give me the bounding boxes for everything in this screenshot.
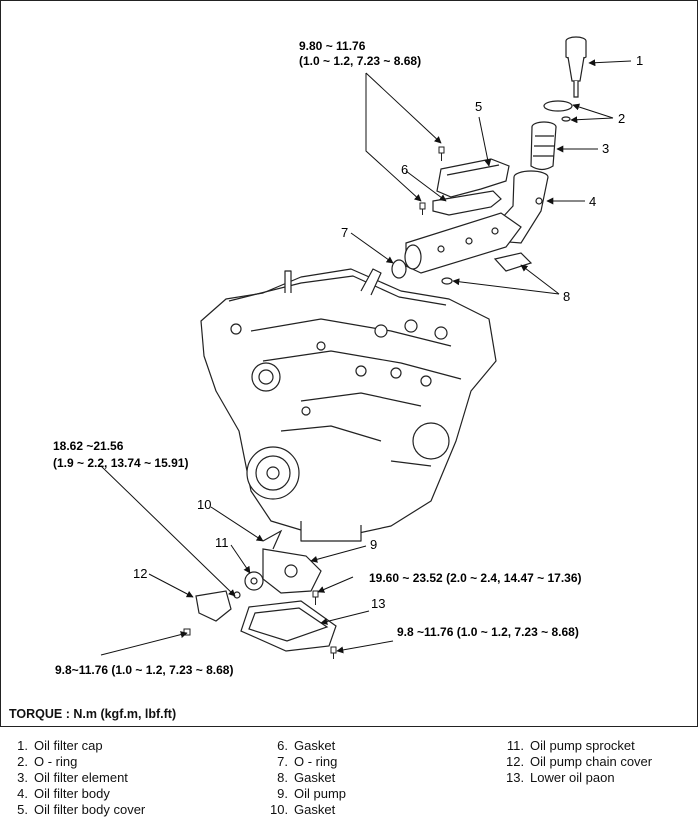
gaskets-8 (441, 252, 533, 285)
legend-item: 1.Oil filter cap (17, 738, 103, 753)
o-ring-7 (391, 259, 407, 279)
lower-oil-pan (240, 600, 337, 652)
exploded-view-diagram: 9.80 ~ 11.76 (1.0 ~ 1.2, 7.23 ~ 8.68) 18… (53, 36, 643, 677)
callout-13: 13 (371, 596, 385, 611)
callout-4: 4 (589, 194, 596, 209)
callout-5: 5 (475, 99, 482, 114)
gasket (432, 190, 502, 216)
engine-block (200, 268, 497, 542)
oil-filter-cap (565, 36, 587, 98)
parts-legend: 1.Oil filter cap 2.O - ring 3.Oil filter… (0, 738, 700, 818)
legend-column-3: 11.Oil pump sprocket 12.Oil pump chain c… (506, 738, 652, 786)
callout-6: 6 (401, 162, 408, 177)
legend-item: 2.O - ring (17, 754, 78, 769)
o-rings (543, 100, 573, 122)
legend-item: 4.Oil filter body (17, 786, 110, 801)
leader-lines (100, 59, 632, 656)
legend-item: 9.Oil pump (277, 786, 347, 801)
callout-1: 1 (636, 53, 643, 68)
legend-column-2: 6.Gasket 7.O - ring 8.Gasket 9.Oil pump … (270, 738, 346, 818)
callout-10: 10 (197, 497, 211, 512)
legend-item: 8.Gasket (277, 770, 336, 785)
callout-8: 8 (563, 289, 570, 304)
legend-item: 12.Oil pump chain cover (506, 754, 653, 769)
torque-top-sub: (1.0 ~ 1.2, 7.23 ~ 8.68) (299, 54, 421, 68)
diagram-frame: 9.80 ~ 11.76 (1.0 ~ 1.2, 7.23 ~ 8.68) 18… (0, 0, 698, 727)
callout-3: 3 (602, 141, 609, 156)
torque-pan: 9.8 ~11.76 (1.0 ~ 1.2, 7.23 ~ 8.68) (397, 625, 579, 639)
legend-item: 7.O - ring (277, 754, 338, 769)
legend-item: 3.Oil filter element (17, 770, 128, 785)
legend-item: 5.Oil filter body cover (17, 802, 146, 817)
callout-9: 9 (370, 537, 377, 552)
legend-column-1: 1.Oil filter cap 2.O - ring 3.Oil filter… (10, 738, 145, 818)
legend-item: 10.Gasket (270, 802, 336, 817)
callout-7: 7 (341, 225, 348, 240)
callout-11: 11 (215, 535, 229, 550)
legend-item: 6.Gasket (277, 738, 336, 753)
torque-unit-label: TORQUE : N.m (kgf.m, lbf.ft) (9, 707, 177, 721)
torque-pump: 19.60 ~ 23.52 (2.0 ~ 2.4, 14.47 ~ 17.36) (369, 571, 582, 585)
legend-item: 13.Lower oil paon (506, 770, 615, 785)
oil-pump-chain-cover (195, 590, 241, 622)
callout-2: 2 (618, 111, 625, 126)
filter-body-cover (436, 158, 510, 198)
oil-pump-sprocket (244, 571, 264, 591)
callout-12: 12 (133, 566, 147, 581)
oil-filter-element (530, 121, 557, 171)
torque-left-value: 18.62 ~21.56 (53, 439, 124, 453)
oil-cooler-housing (404, 212, 522, 274)
bolts-top (419, 146, 445, 215)
legend-item: 11.Oil pump sprocket (506, 738, 635, 753)
torque-top-value: 9.80 ~ 11.76 (299, 39, 366, 53)
torque-bottom: 9.8~11.76 (1.0 ~ 1.2, 7.23 ~ 8.68) (55, 663, 233, 677)
torque-left-sub: (1.9 ~ 2.2, 13.74 ~ 15.91) (53, 456, 188, 470)
